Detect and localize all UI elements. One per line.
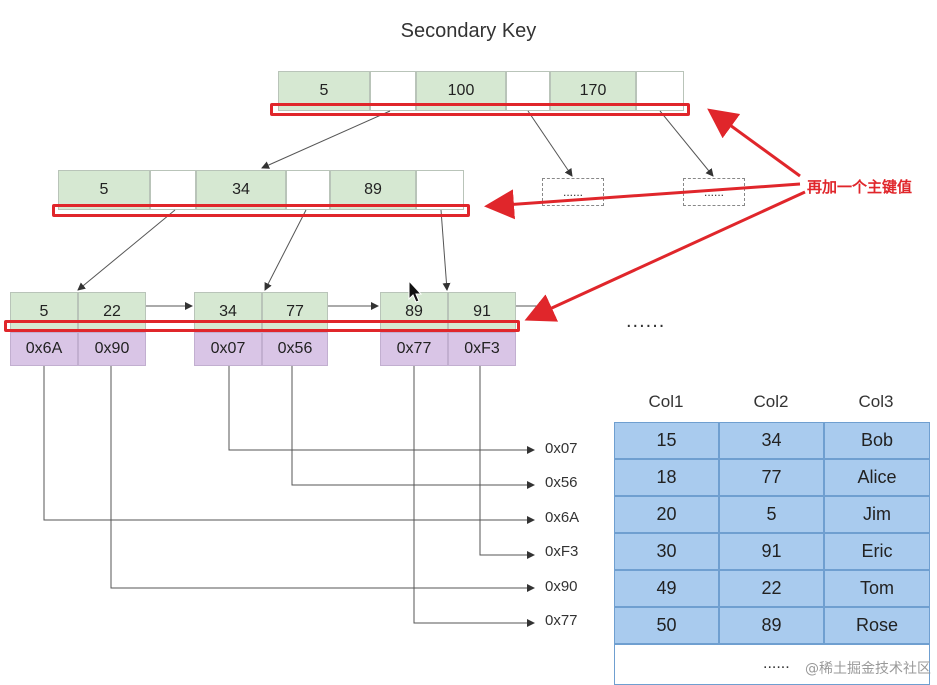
addr-label-2: 0x56 — [545, 474, 578, 491]
watermark: @稀土掘金技术社区 — [805, 661, 931, 677]
l2-key-3: 89 — [330, 170, 416, 210]
leaf1-addr-1: 0x6A — [10, 332, 78, 366]
addr-label-1: 0x07 — [545, 440, 578, 457]
l2-pointer-3 — [416, 170, 464, 210]
table-cell: Rose — [824, 607, 930, 644]
table-cell: Alice — [824, 459, 930, 496]
diagram-title: Secondary Key — [400, 20, 537, 42]
leaf1-key-2: 22 — [78, 292, 146, 332]
table-footer-ellipsis: ...... — [763, 655, 790, 672]
l2-key-1: 5 — [58, 170, 150, 210]
leaf3-addr-1: 0x77 — [380, 332, 448, 366]
leaf3-addr-2: 0xF3 — [448, 332, 516, 366]
leaf2-key-1: 34 — [194, 292, 262, 332]
addr-label-4: 0xF3 — [545, 543, 579, 560]
table-cell: 34 — [719, 422, 824, 459]
table-cell: Bob — [824, 422, 930, 459]
leaf2-key-2: 77 — [262, 292, 328, 332]
annotation-text: 再加一个主键值 — [807, 178, 913, 196]
table-cell: 5 — [719, 496, 824, 533]
leaf1-addr-2: 0x90 — [78, 332, 146, 366]
table-cell: 49 — [614, 570, 719, 607]
table-cell: Jim — [824, 496, 930, 533]
table-header-col1: Col1 — [648, 392, 684, 411]
leaf3-key-2: 91 — [448, 292, 516, 332]
table-cell: Tom — [824, 570, 930, 607]
l2-pointer-2 — [286, 170, 330, 210]
table-cell: 22 — [719, 570, 824, 607]
table-cell: 15 — [614, 422, 719, 459]
table-cell: 50 — [614, 607, 719, 644]
highlight-l2-row — [52, 204, 470, 217]
l2-pointer-1 — [150, 170, 196, 210]
table-cell: 77 — [719, 459, 824, 496]
addr-label-6: 0x77 — [545, 612, 578, 629]
highlight-leaf-row — [4, 320, 520, 332]
table-cell: 20 — [614, 496, 719, 533]
table-header-col3: Col3 — [858, 392, 894, 411]
table-header-col2: Col2 — [753, 392, 789, 411]
l2-key-2: 34 — [196, 170, 286, 210]
leaf-ellipsis: ...... — [626, 310, 666, 332]
table-footer-row: ...... — [614, 644, 930, 685]
leaf2-addr-2: 0x56 — [262, 332, 328, 366]
leaf2-addr-1: 0x07 — [194, 332, 262, 366]
table-cell: Eric — [824, 533, 930, 570]
table-cell: 91 — [719, 533, 824, 570]
table-cell: 89 — [719, 607, 824, 644]
table-cell: 18 — [614, 459, 719, 496]
table-cell: 30 — [614, 533, 719, 570]
highlight-root-row — [270, 103, 690, 116]
addr-label-3: 0x6A — [545, 509, 580, 526]
addr-label-5: 0x90 — [545, 578, 578, 595]
